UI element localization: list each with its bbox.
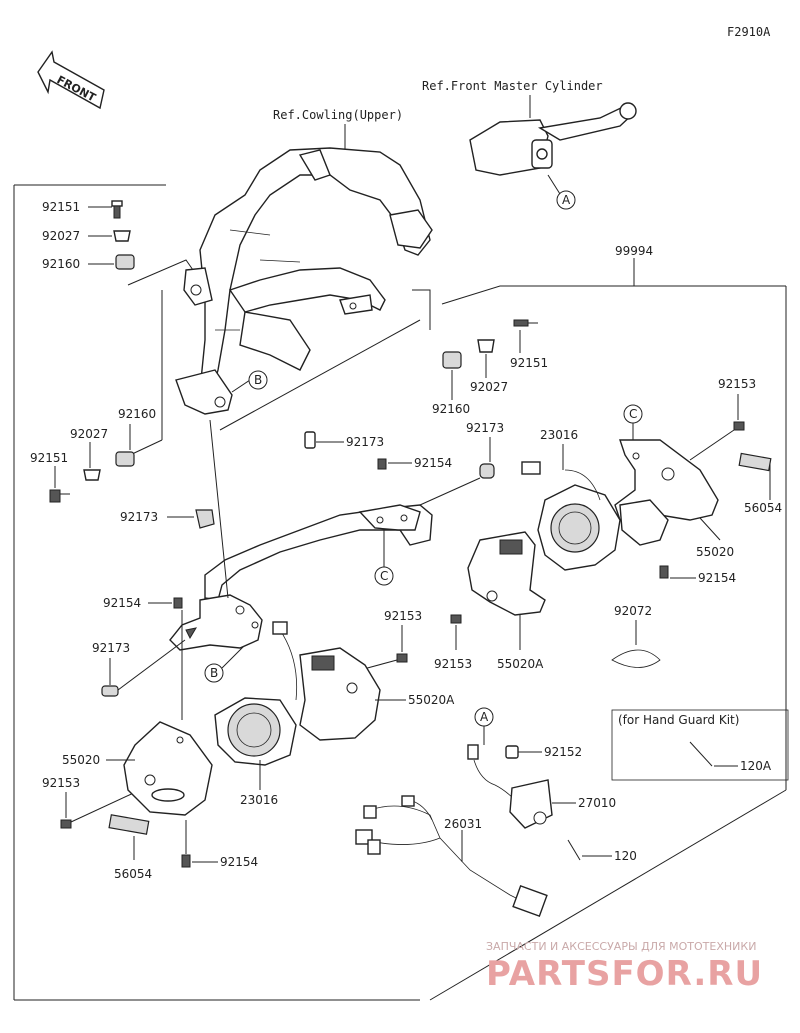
part-92153-c: 92153 [434, 657, 472, 671]
part-92153-a: 92153 [718, 377, 756, 391]
part-92160-left: 92160 [118, 407, 156, 421]
assembly-boundary [13, 184, 787, 1001]
watermark: ЗАПЧАСТИ И АКСЕССУАРЫ ДЛЯ МОТОТЕХНИКИ PA… [486, 940, 763, 994]
part-92160-top: 92160 [42, 257, 80, 271]
part-92154-b: 92154 [103, 596, 141, 610]
svg-text:C: C [380, 569, 388, 583]
part-92153-d: 92153 [42, 776, 80, 790]
part-26031: 26031 [444, 817, 482, 831]
hand-guard-kit-box: (for Hand Guard Kit) 120A [611, 709, 789, 781]
part-92173-d: 92173 [92, 641, 130, 655]
part-92173-b: 92173 [466, 421, 504, 435]
svg-text:A: A [480, 710, 489, 724]
right-mounting-hardware: 99994 92160 92027 92151 [432, 244, 653, 416]
left-mounting-hardware: 92151 92027 92160 92160 92027 92151 [30, 200, 156, 503]
front-arrow-icon: FRONT [37, 50, 105, 110]
part-92153-b: 92153 [384, 609, 422, 623]
part-92154-a: 92154 [414, 456, 452, 470]
callout-c-right: C [623, 404, 643, 440]
callout-a-top: A [547, 174, 576, 210]
part-56054-left: 56054 [114, 867, 152, 881]
front-master-cylinder [469, 102, 637, 176]
part-92027-top: 92027 [42, 229, 80, 243]
part-92154-c: 92154 [698, 571, 736, 585]
part-55020A-left: 55020A [408, 693, 455, 707]
ref-cowling-upper: Ref.Cowling(Upper) [273, 108, 403, 122]
watermark-tagline: ЗАПЧАСТИ И АКСЕССУАРЫ ДЛЯ МОТОТЕХНИКИ [486, 940, 756, 953]
light-mounting-bar [169, 419, 433, 651]
part-55020-right: 55020 [696, 545, 734, 559]
part-92072-cable-tie: 92072 [611, 604, 661, 668]
hand-guard-kit-note: (for Hand Guard Kit) [618, 713, 739, 727]
part-27010: 27010 [578, 796, 616, 810]
part-55020-left: 55020 [62, 753, 100, 767]
svg-text:B: B [254, 373, 262, 387]
figure-code: F2910A [727, 25, 771, 39]
part-92154-d: 92154 [220, 855, 258, 869]
callout-a-bottom: A [474, 707, 494, 745]
watermark-logo: PARTSFOR.RU [486, 954, 763, 994]
part-92173-a: 92173 [346, 435, 384, 449]
switch-and-harness: 27010 92152 120 26031 [355, 744, 637, 918]
callout-b-top: B [231, 370, 268, 393]
svg-text:B: B [210, 666, 218, 680]
part-92027-left: 92027 [70, 427, 108, 441]
callout-c-bar: C [374, 530, 394, 586]
svg-text:A: A [562, 193, 571, 207]
part-55020A-right: 55020A [497, 657, 544, 671]
part-92072: 92072 [614, 604, 652, 618]
part-120A: 120A [740, 759, 772, 773]
part-92151-top: 92151 [42, 200, 80, 214]
right-fog-light-assembly: 56054 55020 23016 55020A [467, 428, 782, 671]
part-92160-right: 92160 [432, 402, 470, 416]
part-92151-left: 92151 [30, 451, 68, 465]
part-120: 120 [614, 849, 637, 863]
svg-text:C: C [629, 407, 637, 421]
part-92154-group: 92154 92154 92154 92154 [103, 456, 736, 869]
cowling-upper-frame [175, 147, 433, 415]
part-92151-right: 92151 [510, 356, 548, 370]
part-92153-group: 92153 92153 92153 92153 [42, 377, 756, 829]
part-99994: 99994 [615, 244, 653, 258]
left-fog-light-assembly: 55020A 23016 55020 56054 [62, 621, 455, 881]
part-92152: 92152 [544, 745, 582, 759]
part-23016-left: 23016 [240, 793, 278, 807]
ref-front-master-cylinder: Ref.Front Master Cylinder [422, 79, 603, 93]
part-23016-right: 23016 [540, 428, 578, 442]
part-92173-group: 92173 92173 92173 92173 [92, 421, 504, 697]
part-56054-right: 56054 [744, 501, 782, 515]
part-92027-right: 92027 [470, 380, 508, 394]
part-92173-c: 92173 [120, 510, 158, 524]
